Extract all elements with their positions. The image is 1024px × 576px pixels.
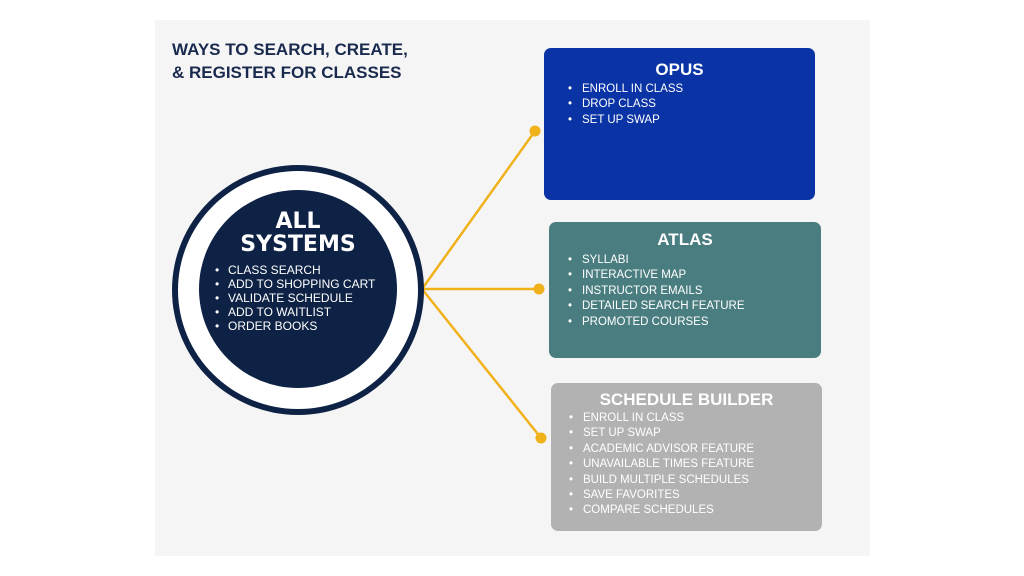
connector-to-schedule (421, 288, 542, 439)
hub-title-line-1: ALL (275, 209, 321, 234)
hub-feature-item: CLASS SEARCH (215, 263, 375, 277)
atlas-system-box: ATLAS SYLLABI INTERACTIVE MAP INSTRUCTOR… (549, 222, 821, 358)
hub-feature-item: VALIDATE SCHEDULE (215, 291, 375, 305)
atlas-feature-list: SYLLABI INTERACTIVE MAP INSTRUCTOR EMAIL… (568, 253, 745, 330)
schedule-builder-feature-item: ENROLL IN CLASS (569, 411, 754, 426)
atlas-feature-item: DETAILED SEARCH FEATURE (568, 299, 745, 314)
schedule-builder-feature-item: ACADEMIC ADVISOR FEATURE (569, 442, 754, 457)
hub-feature-item: ADD TO WAITLIST (215, 305, 375, 319)
opus-feature-item: DROP CLASS (568, 97, 683, 112)
schedule-builder-feature-item: SET UP SWAP (569, 426, 754, 441)
opus-system-box: OPUS ENROLL IN CLASS DROP CLASS SET UP S… (544, 48, 815, 200)
schedule-builder-title: SCHEDULE BUILDER (599, 390, 774, 409)
opus-title: OPUS (655, 60, 704, 79)
diagram-heading: WAYS TO SEARCH, CREATE, & REGISTER FOR C… (172, 38, 408, 84)
all-systems-hub: ALL SYSTEMS CLASS SEARCH ADD TO SHOPPING… (199, 190, 397, 388)
connector-dot-schedule (535, 432, 547, 444)
schedule-builder-feature-item: SAVE FAVORITES (569, 488, 754, 503)
hub-feature-item: ORDER BOOKS (215, 319, 375, 333)
schedule-builder-feature-item: UNAVAILABLE TIMES FEATURE (569, 457, 754, 472)
atlas-feature-item: PROMOTED COURSES (568, 315, 745, 330)
connector-dot-atlas (533, 283, 545, 295)
heading-line-2: & REGISTER FOR CLASSES (172, 63, 402, 82)
atlas-feature-item: INSTRUCTOR EMAILS (568, 284, 745, 299)
schedule-builder-system-box: SCHEDULE BUILDER ENROLL IN CLASS SET UP … (551, 383, 822, 531)
heading-line-1: WAYS TO SEARCH, CREATE, (172, 40, 408, 59)
hub-feature-item: ADD TO SHOPPING CART (215, 277, 375, 291)
atlas-feature-item: INTERACTIVE MAP (568, 268, 745, 283)
connector-dot-opus (529, 125, 541, 137)
schedule-builder-feature-item: COMPARE SCHEDULES (569, 503, 754, 518)
schedule-builder-feature-list: ENROLL IN CLASS SET UP SWAP ACADEMIC ADV… (569, 411, 754, 519)
opus-feature-item: SET UP SWAP (568, 113, 683, 128)
connector-to-opus (420, 130, 537, 290)
atlas-feature-item: SYLLABI (568, 253, 745, 268)
hub-feature-list: CLASS SEARCH ADD TO SHOPPING CART VALIDA… (215, 263, 375, 333)
hub-title-line-2: SYSTEMS (240, 232, 356, 257)
opus-feature-list: ENROLL IN CLASS DROP CLASS SET UP SWAP (568, 82, 683, 128)
opus-feature-item: ENROLL IN CLASS (568, 82, 683, 97)
atlas-title: ATLAS (657, 230, 713, 249)
schedule-builder-feature-item: BUILD MULTIPLE SCHEDULES (569, 473, 754, 488)
